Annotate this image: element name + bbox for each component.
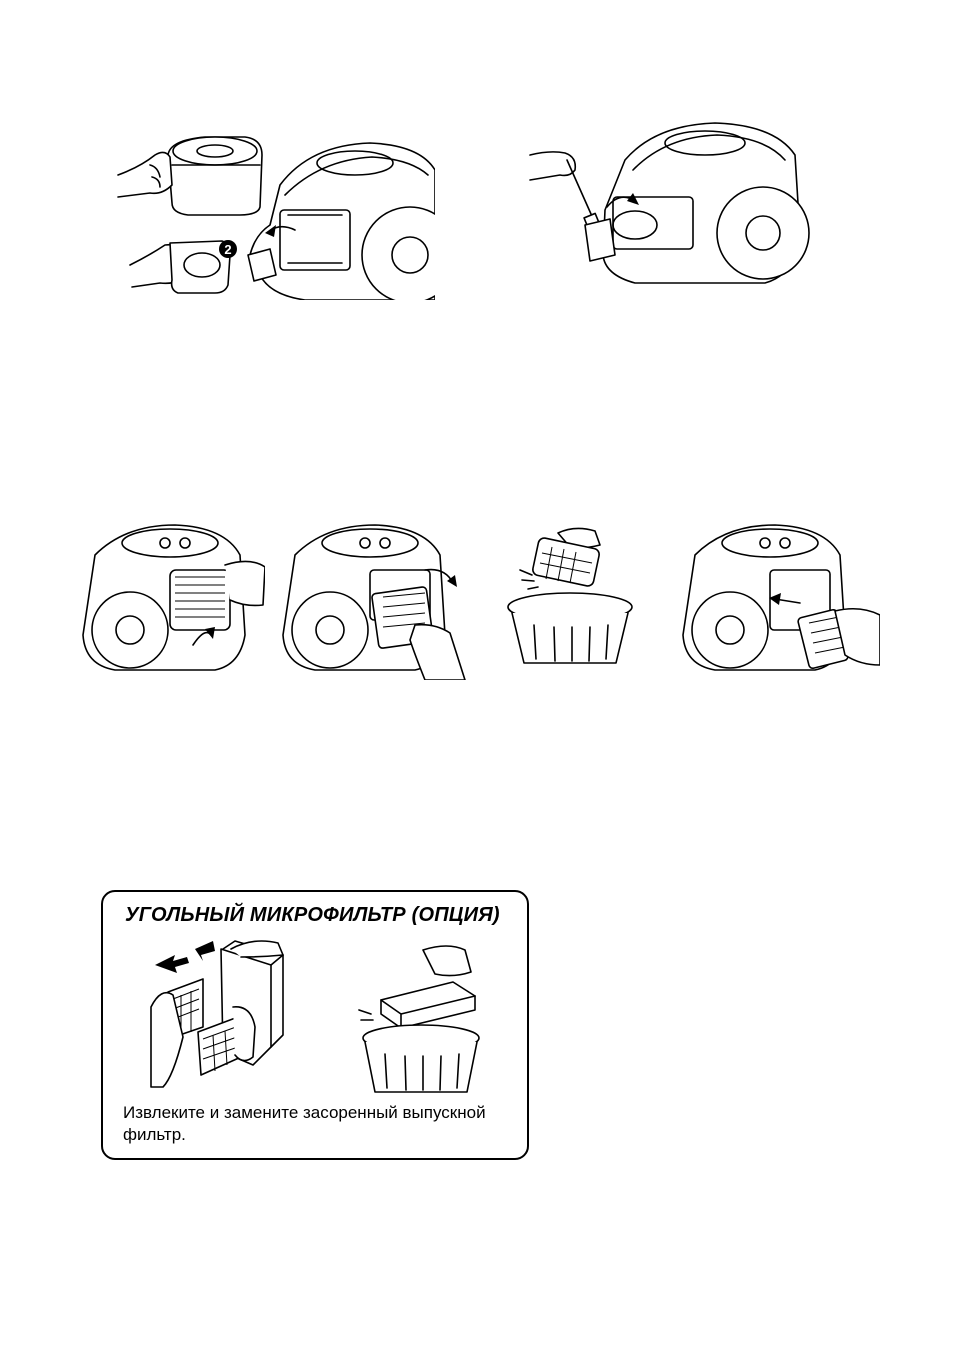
insert-new-exhaust-filter-illustration bbox=[675, 515, 880, 675]
carbon-filter-info-box: УГОЛЬНЫЙ МИКРОФИЛЬТР (ОПЦИЯ) И bbox=[101, 890, 529, 1160]
carbon-filter-instruction: Извлеките и замените засоренный выпускно… bbox=[123, 1102, 523, 1146]
exhaust-grille-open-illustration bbox=[75, 515, 265, 675]
separate-carbon-filter-illustration bbox=[143, 937, 323, 1097]
step-number-badge: 2 bbox=[224, 242, 231, 257]
brush-cleaning-illustration bbox=[525, 115, 815, 290]
dust-bin-removal-illustration: 2 bbox=[110, 115, 435, 300]
discard-exhaust-filter-illustration bbox=[500, 525, 645, 665]
exhaust-filter-removal-illustration bbox=[275, 515, 475, 680]
discard-carbon-filter-illustration bbox=[353, 942, 493, 1099]
carbon-filter-title: УГОЛЬНЫЙ МИКРОФИЛЬТР (ОПЦИЯ) bbox=[125, 904, 500, 927]
